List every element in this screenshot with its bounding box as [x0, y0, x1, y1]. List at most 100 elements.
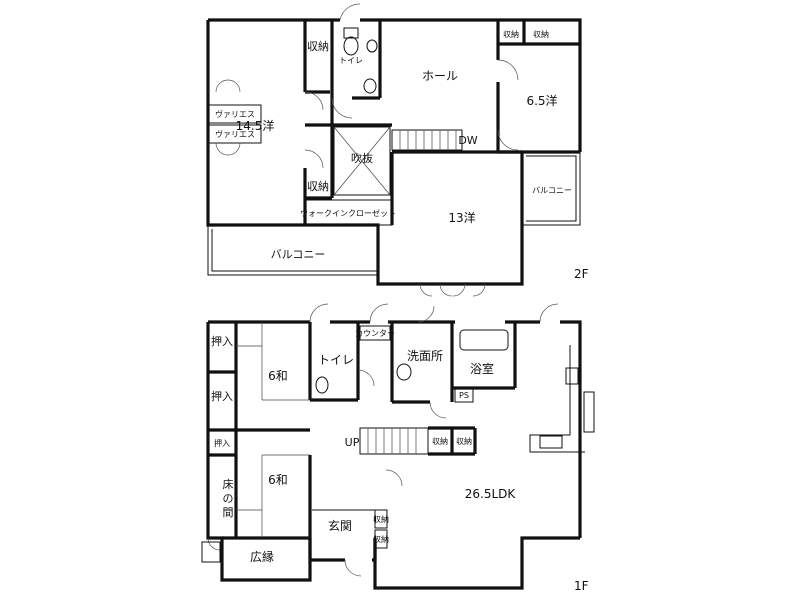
entrance-storage-1	[374, 509, 388, 529]
washbasin-icon	[396, 363, 412, 381]
first-floor-plan: 押入 押入 押入 6和 6和 トイレ カウンター 洗面所 浴室 PS UP 収納…	[201, 303, 595, 593]
door-arc	[344, 559, 362, 577]
room-toilet-2f: トイレ	[339, 56, 363, 65]
bay-window	[583, 391, 595, 433]
toilet-bowl-icon	[343, 36, 359, 56]
stair-outline	[359, 427, 429, 455]
room-storage-top: 収納	[307, 40, 329, 53]
room-storage-2: 収納	[456, 436, 472, 446]
door-arc	[304, 91, 324, 111]
room-western-14-5: 14.5洋	[236, 118, 275, 133]
basin-icon	[363, 78, 377, 94]
floor-tag-2f: 2F	[574, 267, 589, 281]
entrance-storage-2	[374, 529, 388, 549]
bathtub-icon	[459, 329, 509, 351]
balcony-rail	[211, 229, 378, 272]
cooktop-icon	[565, 367, 579, 385]
door-arc	[207, 537, 221, 551]
door-arc	[309, 303, 329, 323]
room-storage-b: 収納	[533, 29, 549, 39]
balcony-rail	[526, 155, 577, 222]
kitchen-counter	[529, 345, 585, 453]
stairs-2f	[391, 129, 463, 151]
room-western-6-5: 6.5洋	[526, 93, 557, 108]
door-arc	[497, 129, 519, 151]
void-cross	[333, 126, 391, 196]
tokonoma-char-2: の	[223, 492, 234, 505]
door-arc	[419, 283, 433, 297]
room-walk-in-closet: ウォークインクローゼット	[300, 208, 396, 218]
room-closet-3: 押入	[214, 438, 230, 448]
room-bathroom: 浴室	[470, 361, 494, 376]
room-storage-a: 収納	[503, 29, 519, 39]
counter-outline	[359, 325, 391, 341]
tokonoma-char-1: 床	[223, 477, 234, 491]
door-arc	[227, 142, 241, 156]
valance-label-2: ヴァリエス	[215, 129, 255, 139]
door-arc	[472, 283, 486, 297]
door-arc	[369, 303, 389, 323]
wall	[305, 152, 524, 286]
door-arc	[385, 469, 403, 487]
room-toilet-1f: トイレ	[318, 353, 354, 367]
room-storage-1: 収納	[432, 436, 448, 446]
toilet-bowl-icon	[315, 376, 329, 394]
ps-box	[454, 387, 474, 403]
room-balcony-bottom: バルコニー	[271, 248, 326, 261]
door-arc	[215, 79, 229, 93]
wall	[560, 320, 582, 538]
walk-in-closet-outline	[304, 199, 393, 226]
room-washroom: 洗面所	[407, 349, 443, 363]
room-hall: ホール	[422, 69, 458, 83]
wall	[308, 538, 345, 562]
dw-label: DW	[458, 134, 477, 147]
second-floor-plan: 14.5洋 収納 トイレ ホール 収納 収納 6.5洋 ヴァリエス ヴァリエス …	[206, 3, 589, 297]
outdoor-unit	[201, 541, 221, 563]
toilet-tank	[343, 27, 359, 39]
room-closet-2: 押入	[211, 389, 233, 403]
stairs-1f	[359, 427, 429, 455]
room-void: 吹抜	[351, 151, 373, 165]
ps-label: PS	[459, 391, 469, 400]
room-balcony-right: バルコニー	[532, 186, 572, 195]
kitchen-sink-icon	[539, 435, 563, 449]
room-entrance: 玄関	[328, 518, 352, 533]
door-arc	[215, 142, 229, 156]
room-veranda: 広縁	[250, 549, 274, 564]
door-arc	[227, 79, 241, 93]
room-ldk: 26.5LDK	[465, 487, 517, 501]
door-arc	[439, 283, 453, 297]
door-arc	[331, 97, 353, 119]
room-tatami-bottom: 6和	[268, 473, 288, 487]
valance-label-1: ヴァリエス	[215, 109, 255, 119]
door-arc	[304, 149, 324, 169]
counter-label: カウンター	[355, 329, 395, 338]
door-arc	[339, 3, 361, 21]
room-closet-1: 押入	[211, 334, 233, 348]
room-storage-e1: 収納	[373, 514, 389, 524]
door-arc	[357, 369, 375, 387]
stairs-up-label: UP	[345, 436, 360, 449]
sink-icon	[366, 39, 378, 53]
room-tatami-top: 6和	[268, 369, 288, 383]
balcony-rail	[207, 225, 378, 276]
wall	[373, 536, 580, 590]
room-storage-mid: 収納	[307, 180, 329, 193]
balcony-rail	[522, 151, 581, 226]
valance-box-2	[208, 124, 262, 144]
room-storage-e2: 収納	[373, 534, 389, 544]
door-arc	[539, 303, 559, 323]
wall	[206, 322, 312, 582]
door-arc	[417, 305, 435, 323]
stair-outline	[391, 129, 463, 151]
floor-tag-1f: 1F	[574, 579, 589, 593]
wall	[360, 18, 582, 152]
tokonoma-char-3: 間	[223, 506, 234, 519]
door-arc	[429, 401, 447, 419]
void-outline	[333, 126, 391, 196]
valance-box-1	[208, 104, 262, 124]
door-arc	[452, 283, 466, 297]
door-arc	[497, 59, 519, 81]
room-western-13: 13洋	[448, 210, 475, 225]
